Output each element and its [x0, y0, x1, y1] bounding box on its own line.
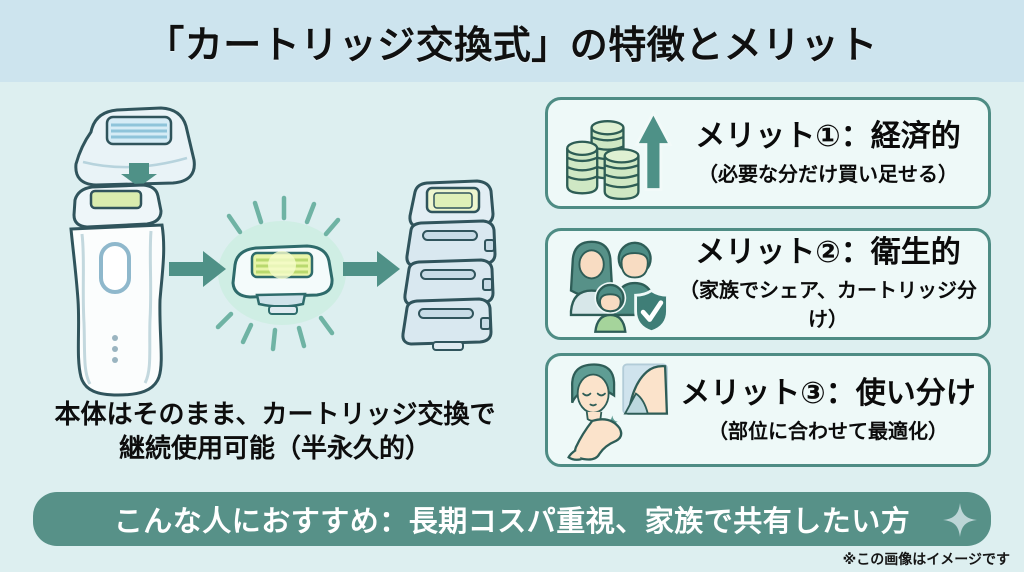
cartridge-stack-icon [401, 179, 497, 351]
face-icon [571, 363, 618, 429]
detached-cartridge-icon [74, 106, 196, 187]
cartridge-replacement-illustration [69, 106, 497, 397]
device-button [99, 242, 131, 294]
up-arrow-icon [634, 109, 673, 191]
merit-card-economical: メリット①：経済的 （必要な分だけ買い足せる） [545, 97, 991, 209]
merit-3-heading: メリット③：使い分け [680, 375, 976, 411]
merit-3-subtitle: （部位に合わせて最適化） [708, 418, 948, 443]
illustration-caption: 本体はそのまま、カートリッジ交換で 継続使用可能（半永久的） [25, 399, 525, 467]
body-parts-icon [556, 359, 674, 461]
merit-card-text: メリット③：使い分け （部位に合わせて最適化） [674, 377, 982, 444]
merit-card-text: メリット②：衛生的 （家族でシェア、カートリッジ分け） [674, 236, 982, 332]
right-arrow-icon [343, 251, 400, 287]
merit-card-multi-use: メリット③：使い分け （部位に合わせて最適化） [545, 353, 991, 467]
merit-card-text: メリット①：経済的 （必要な分だけ買い足せる） [674, 120, 982, 187]
caption-line-2: 継続使用可能（半永久的） [118, 433, 431, 464]
sparkle-icon [943, 503, 977, 537]
glow-rays [215, 195, 341, 352]
coins-growth-icon [556, 103, 674, 203]
recommendation-banner: こんな人におすすめ：長期コスパ重視、家族で共有したい方 [33, 492, 991, 546]
down-arrow-icon [121, 163, 157, 187]
armpit-icon [622, 363, 669, 415]
merit-2-heading: メリット②：衛生的 [695, 235, 961, 270]
merit-1-subtitle: （必要な分だけ買い足せる） [698, 161, 958, 186]
merit-1-heading: メリット①：経済的 [695, 118, 961, 154]
merit-2-subtitle: （家族でシェア、カートリッジ分け） [679, 278, 977, 331]
glowing-cartridge-icon [215, 195, 341, 352]
child-figure [594, 282, 627, 333]
family-shield-check-icon [556, 234, 674, 334]
shield-check-icon [634, 288, 669, 334]
page-title: 「カートリッジ交換式」の特徴とメリット [146, 22, 878, 67]
ipl-device-icon [69, 183, 166, 397]
merit-card-hygienic: メリット②：衛生的 （家族でシェア、カートリッジ分け） [545, 228, 991, 340]
image-disclaimer: ※この画像はイメージです [842, 552, 1010, 568]
caption-line-1: 本体はそのまま、カートリッジ交換で [54, 400, 496, 430]
recommendation-text: こんな人におすすめ：長期コスパ重視、家族で共有したい方 [113, 504, 911, 538]
header-band: 「カートリッジ交換式」の特徴とメリット [0, 0, 1024, 82]
right-arrow-icon [169, 251, 226, 287]
leg-icon [567, 418, 623, 461]
